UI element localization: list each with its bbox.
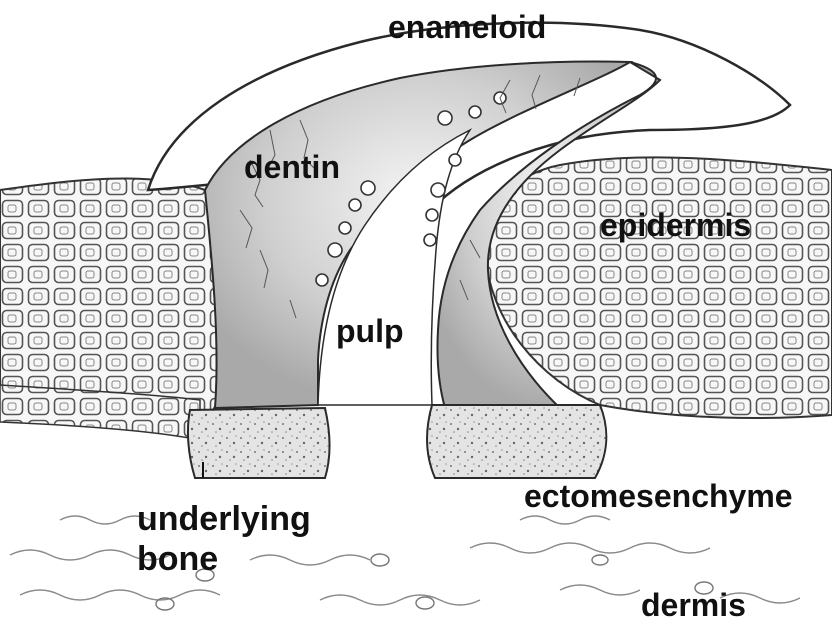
underlying-bone-right	[427, 405, 606, 478]
label-dentin: dentin	[244, 149, 340, 185]
label-enameloid: enameloid	[388, 9, 546, 45]
label-underlying: underlying	[137, 500, 311, 538]
label-pulp: pulp	[336, 313, 404, 349]
underlying-bone-left	[188, 408, 330, 478]
label-bone: bone	[137, 540, 218, 578]
label-ectomesenchyme: ectomesenchyme	[524, 478, 793, 514]
epidermis-left	[0, 178, 242, 417]
label-dermis: dermis	[641, 587, 746, 623]
label-epidermis: epidermis	[600, 207, 751, 243]
